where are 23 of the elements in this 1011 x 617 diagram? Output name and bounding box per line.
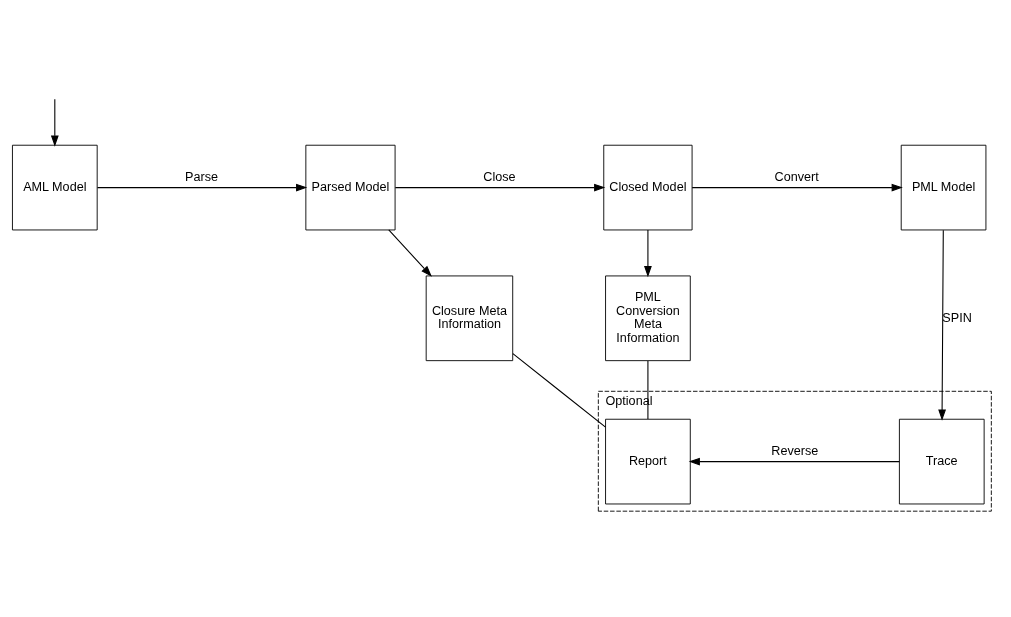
node-box: AML Model xyxy=(12,144,98,231)
node-box: Trace xyxy=(898,418,985,505)
arrow xyxy=(688,457,900,466)
edge-label: Reverse xyxy=(771,444,819,459)
edge-label: Parse xyxy=(185,170,218,185)
arrow xyxy=(50,98,59,147)
edge-label: Close xyxy=(483,170,516,185)
edge-label: Convert xyxy=(774,170,819,185)
node-box: Closure Meta Information xyxy=(425,275,514,362)
edge-label: SPIN xyxy=(942,310,972,325)
node-box: PML Model xyxy=(900,144,987,231)
arrow xyxy=(644,229,652,278)
arrow xyxy=(394,183,606,192)
connector xyxy=(647,360,649,420)
node-box: PML Conversion Meta Information xyxy=(605,275,691,362)
node-box: Parsed Model xyxy=(305,144,396,231)
arrow xyxy=(388,229,432,277)
arrow xyxy=(691,183,903,192)
arrow xyxy=(96,183,308,192)
connector xyxy=(512,353,607,428)
node-box: Closed Model xyxy=(603,144,693,231)
arrow xyxy=(938,229,946,421)
node-box: Report xyxy=(605,418,691,505)
